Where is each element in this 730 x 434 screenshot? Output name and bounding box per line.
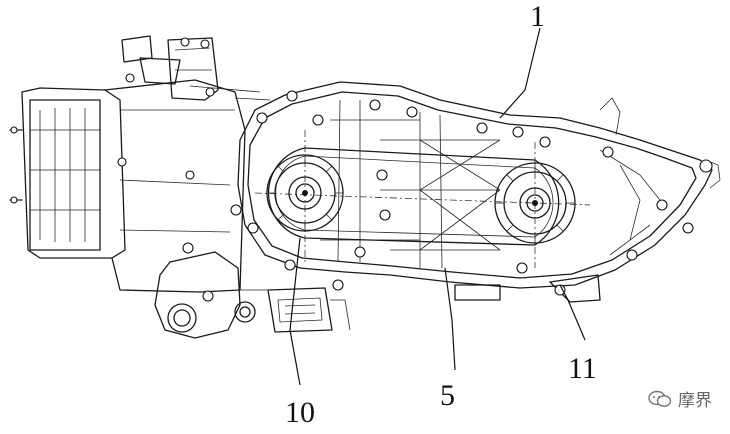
leader-lines <box>289 27 586 386</box>
drive-belt <box>254 130 591 268</box>
leader-11 <box>559 284 586 341</box>
leader-5 <box>444 267 456 371</box>
leader-10 <box>289 237 301 386</box>
drive-pulley <box>266 154 344 232</box>
callout-10: 10 <box>285 396 315 429</box>
cover-ribs <box>320 99 661 269</box>
callout-11: 11 <box>568 352 597 385</box>
cover-bolts <box>117 90 713 302</box>
watermark: 摩界 <box>648 386 712 411</box>
driven-pulley <box>494 162 576 244</box>
lower-case <box>154 251 601 339</box>
watermark-text: 摩界 <box>678 391 712 411</box>
leader-1 <box>499 27 541 119</box>
callout-5: 5 <box>440 379 455 412</box>
callout-1: 1 <box>530 0 545 33</box>
cylinder-block <box>9 79 246 293</box>
wechat-chat-icon <box>648 390 672 407</box>
intake-assembly <box>121 35 271 101</box>
